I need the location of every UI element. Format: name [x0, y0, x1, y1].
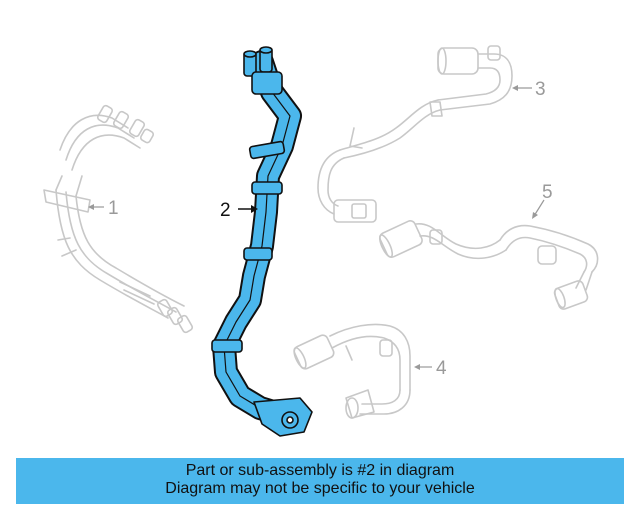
callout-2-label: 2: [220, 200, 231, 221]
parts-diagram: 1 3 5: [43, 45, 599, 437]
callout-4-label: 4: [436, 358, 447, 379]
callout-3: 3: [512, 79, 546, 100]
part-5-hose: [378, 220, 599, 310]
part-2-top-fittings: [243, 46, 283, 95]
part-4-hose: [293, 323, 411, 419]
callout-1-label: 1: [108, 198, 119, 219]
callout-2: 2: [220, 200, 258, 221]
banner-line-1: Part or sub-assembly is #2 in diagram: [185, 462, 455, 479]
part-2-hose-highlighted: [211, 46, 313, 437]
part-2-bottom-fitting: [253, 397, 313, 437]
callout-3-label: 3: [535, 79, 546, 100]
callout-4: 4: [414, 358, 447, 379]
banner-line-2: Diagram may not be specific to your vehi…: [165, 480, 475, 497]
part-3-hose: [317, 45, 513, 223]
callout-1: 1: [88, 198, 119, 219]
part-1-hose-bundle: [43, 104, 194, 334]
info-banner: Part or sub-assembly is #2 in diagram Di…: [16, 458, 624, 504]
callout-5-label: 5: [542, 182, 553, 203]
callout-5: 5: [532, 182, 553, 219]
part-2-clamps: [211, 140, 286, 353]
